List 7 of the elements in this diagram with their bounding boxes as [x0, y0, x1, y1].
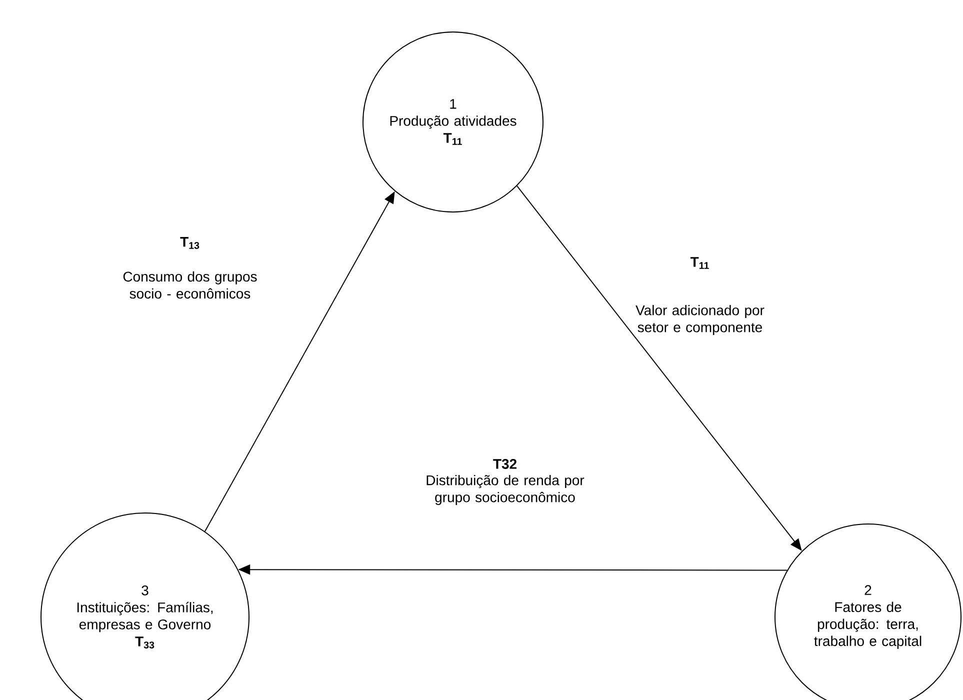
- edge-label: Valor adicionado por setor e componente: [636, 304, 764, 336]
- flow-label: T$_{13}$: [180, 237, 200, 249]
- edge-label: Distribuição de renda por grupo socioeconômico: [426, 474, 584, 506]
- flow-label: T$_{11}$: [690, 257, 709, 269]
- circle-node: 1 Produção atividades T$_{11}$: [362, 32, 544, 212]
- flow-label: T32: [493, 459, 517, 469]
- edge-label: Consumo dos grupos socio - econômicos: [123, 271, 257, 299]
